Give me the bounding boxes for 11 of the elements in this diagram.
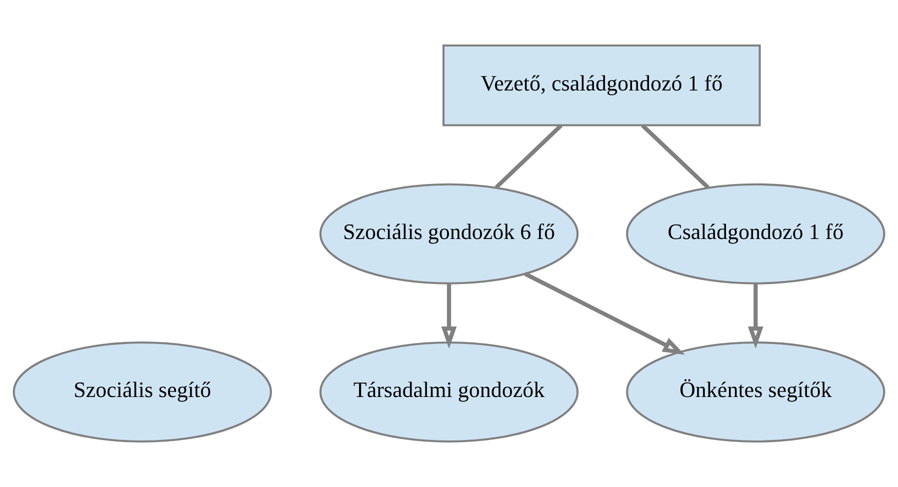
node-ellipse: Családgondozó 1 fő (626, 183, 886, 284)
connector (494, 124, 563, 189)
arrow (748, 284, 764, 349)
connector (641, 124, 710, 189)
node-ellipse: Önkéntes segítők (626, 341, 886, 443)
arrow (524, 272, 685, 355)
node-ellipse: Szociális gondozók 6 fő (319, 183, 579, 284)
node-ellipse: Társadalmi gondozók (319, 341, 579, 443)
arrow (441, 284, 457, 349)
node-ellipse: Szociális segítő (12, 341, 272, 443)
node-box: Vezető, családgondozó 1 fő (442, 44, 761, 126)
